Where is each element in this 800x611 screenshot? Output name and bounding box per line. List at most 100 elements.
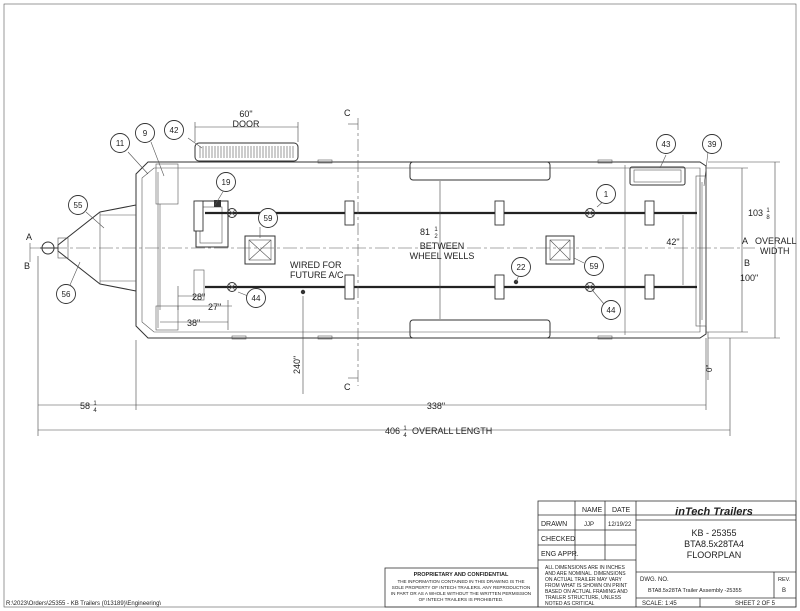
tb-prop-title: PROPRIETARY AND CONFIDENTIAL [414, 572, 509, 578]
rear-ramp-door [695, 175, 707, 327]
wheel-well-bottom [409, 319, 551, 339]
overall-length-value: 406 [385, 426, 400, 436]
svg-text:44: 44 [252, 294, 261, 303]
callout-bubble: 19 [216, 172, 236, 192]
tb-drawn-date: 12/19/22 [608, 522, 632, 528]
section-c-bottom-label: C [344, 382, 351, 392]
tb-drawn-name: JJP [584, 522, 594, 528]
overall-width-fraction-num: 1 [766, 208, 770, 214]
trailer-tongue [40, 204, 137, 292]
section-b-right-label: B [744, 258, 750, 268]
tb-file-path: R:\2023\Orders\25355 - KB Trailers (0131… [6, 601, 161, 607]
overall-width-label-1: OVERALL [755, 236, 797, 246]
callout-bubble: 9 [135, 123, 155, 143]
box-length-value: 338" [427, 401, 445, 411]
tb-rev: B [782, 588, 786, 594]
zero-dimension-value: 0" [705, 365, 714, 372]
svg-text:19: 19 [222, 178, 231, 187]
svg-text:1: 1 [604, 190, 609, 199]
tb-notes-6: TRAILER STRUCTURE, UNLESS [545, 595, 622, 601]
ac-unit-rear [545, 235, 575, 265]
callout-bubble: 43 [656, 134, 676, 154]
svg-text:39: 39 [708, 140, 717, 149]
wheel-wells-value: 81 [420, 227, 430, 237]
panel-dimensions [160, 286, 232, 330]
overall-length-fraction-num: 1 [403, 426, 407, 432]
section-a-right-label: A [742, 236, 748, 246]
overall-width-value: 103 [748, 208, 763, 218]
tb-prop-1: THE INFORMATION CONTAINED IN THIS DRAWIN… [397, 579, 524, 584]
dim-28-value: 28" [192, 292, 205, 302]
callout-bubble: 39 [702, 134, 722, 154]
tb-sheet: SHEET 2 OF 5 [735, 601, 776, 607]
wheel-wells-label-2: WHEEL WELLS [410, 251, 475, 261]
callout-bubble: 22 [511, 257, 531, 277]
overall-length-fraction-den: 4 [403, 433, 407, 439]
tb-dwg-label: DWG. NO. [640, 577, 669, 583]
callout-bubble: 44 [246, 288, 266, 308]
door-label: DOOR [233, 119, 261, 129]
tb-col-date: DATE [612, 507, 630, 514]
ac-note-line-1: WIRED FOR [290, 260, 342, 270]
wheel-wells-fraction-den: 2 [434, 234, 438, 240]
dim-27-value: 27" [208, 302, 221, 312]
tongue-fraction-den: 4 [93, 408, 97, 414]
svg-text:59: 59 [590, 262, 599, 271]
trailer-body [135, 142, 707, 340]
callout-bubble: 44 [601, 300, 621, 320]
section-a-left-label: A [26, 232, 32, 242]
tb-notes-5: BASED ON ACTUAL FRAMING AND [545, 589, 628, 595]
dim-38-value: 38" [187, 318, 200, 328]
section-c-line [348, 118, 359, 386]
tb-prop-2: SOLE PROPERTY OF INTECH TRAILERS. ANY RE… [392, 585, 531, 590]
svg-text:56: 56 [62, 290, 71, 299]
svg-text:44: 44 [607, 306, 616, 315]
svg-text:22: 22 [517, 263, 526, 272]
door-dimension [194, 122, 299, 142]
wheel-well-top [409, 161, 551, 181]
wheel-wells-fraction-num: 1 [434, 227, 438, 233]
section-b-left-label: B [24, 261, 30, 271]
callout-bubble: 11 [110, 133, 130, 153]
svg-text:11: 11 [116, 139, 125, 148]
overall-width-fraction-den: 8 [766, 215, 770, 221]
overall-length-label: OVERALL LENGTH [412, 426, 492, 436]
tb-rev-label: REV. [778, 577, 791, 583]
tb-title-2: BTA8.5x28TA4 [684, 539, 744, 549]
ac-note-line-2: FUTURE A/C [290, 270, 344, 280]
svg-text:42: 42 [170, 126, 179, 135]
tongue-length-value: 58 [80, 401, 90, 411]
callout-bubble: 59 [584, 256, 604, 276]
tb-notes-2: AND ARE NOMINAL. DIMENSIONS [545, 571, 626, 577]
tb-dwg-no: BTA8.5x28TA Trailer Assembly -25355 [648, 588, 742, 594]
callout-bubble: 42 [164, 120, 184, 140]
rear-cabinet [629, 166, 686, 186]
callout-bubble: 1 [596, 184, 616, 204]
length-dimensions [37, 256, 731, 436]
door-grille [199, 146, 294, 158]
tb-title-1: KB - 25355 [691, 528, 736, 538]
tb-row-eng: ENG APPR. [541, 551, 579, 558]
svg-text:9: 9 [143, 129, 148, 138]
tb-notes-7: NOTED AS CRITICAL [545, 601, 595, 607]
tb-prop-4: OF INTECH TRAILERS IS PROHIBITED. [419, 597, 504, 602]
tb-title-3: FLOORPLAN [687, 550, 742, 560]
interior-width-value: 100" [740, 273, 758, 283]
tb-company: inTech Trailers [675, 506, 753, 518]
svg-text:59: 59 [264, 214, 273, 223]
title-block [384, 500, 797, 608]
door-frame [194, 142, 299, 162]
tb-notes-4: FROM WHAT IS SHOWN ON PRINT [545, 583, 627, 589]
tb-notes-3: ON ACTUAL TRAILER MAY VARY [545, 577, 623, 583]
overall-width-label-2: WIDTH [760, 246, 790, 256]
axles [193, 200, 697, 300]
width-dimensions [706, 161, 780, 380]
axle-spacing-value: 42" [666, 237, 679, 247]
dim-240-value: 240" [292, 356, 302, 374]
tb-row-drawn: DRAWN [541, 521, 567, 528]
svg-text:43: 43 [662, 140, 671, 149]
callout-bubble: 59 [258, 208, 278, 228]
door-width-value: 60" [239, 109, 252, 119]
wheel-wells-label-1: BETWEEN [420, 241, 465, 251]
